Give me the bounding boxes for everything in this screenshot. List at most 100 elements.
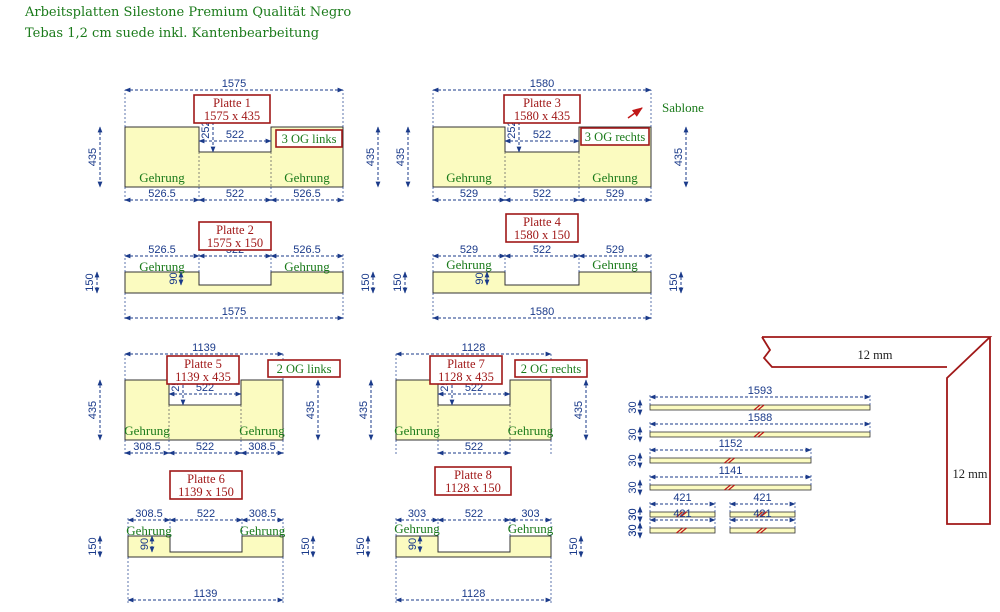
gehrung-right: Gehrung bbox=[284, 170, 330, 185]
cutout-height-label: 252 bbox=[200, 120, 212, 138]
plate-title-size: 1139 x 150 bbox=[178, 485, 234, 499]
strip-4: 1141 30 bbox=[627, 465, 812, 496]
right-segment-label: 308.5 bbox=[249, 508, 277, 520]
gehrung-left: Gehrung bbox=[446, 257, 492, 272]
right-segment-label: 529 bbox=[606, 188, 624, 200]
strip-length-label: 421 bbox=[673, 508, 691, 520]
plate-p2: 526.5522526.5150150901575GehrungGehrungP… bbox=[84, 221, 376, 321]
gehrung-left: Gehrung bbox=[124, 423, 170, 438]
mid-segment-label: 522 bbox=[533, 244, 551, 256]
strip-8: 421 30 bbox=[627, 508, 796, 539]
plate-title-box bbox=[503, 94, 581, 124]
cut-mark bbox=[753, 404, 765, 411]
gehrung-left: Gehrung bbox=[139, 259, 185, 274]
og-box bbox=[267, 359, 341, 378]
cutout-width-label: 522 bbox=[465, 382, 483, 394]
edge-profile: 12 mm 12 mm bbox=[761, 336, 993, 525]
plate-title-name: Platte 8 bbox=[454, 468, 492, 482]
gehrung-right: Gehrung bbox=[508, 423, 554, 438]
strip-7: 421 30 bbox=[627, 508, 716, 539]
gehrung-left: Gehrung bbox=[394, 521, 440, 536]
profile-outline bbox=[761, 336, 993, 525]
plate-title-name: Platte 6 bbox=[187, 472, 225, 486]
right-segment-label: 529 bbox=[606, 244, 624, 256]
strip-height-label: 30 bbox=[627, 481, 639, 493]
mid-segment-label: 522 bbox=[226, 188, 244, 200]
strip-length-label: 1593 bbox=[748, 385, 772, 397]
header-line-2: Tebas 1,2 cm suede inkl. Kantenbearbeitu… bbox=[25, 26, 320, 41]
plate-title-name: Platte 1 bbox=[213, 96, 251, 110]
cutout-height-label: 252 bbox=[506, 120, 518, 138]
left-segment-label: 303 bbox=[408, 508, 426, 520]
plate-title-size: 1575 x 150 bbox=[207, 236, 263, 250]
og-label: 2 OG rechts bbox=[521, 362, 582, 376]
plate-outline bbox=[124, 271, 344, 294]
depth-right-label: 150 bbox=[668, 273, 680, 291]
strip-length-label: 421 bbox=[753, 508, 771, 520]
strip-length-label: 1141 bbox=[719, 465, 743, 477]
right-segment-label: 308.5 bbox=[248, 441, 276, 453]
gehrung-left: Gehrung bbox=[126, 523, 172, 538]
strip-length-label: 421 bbox=[673, 492, 691, 504]
plate-outline bbox=[124, 379, 284, 441]
gehrung-left: Gehrung bbox=[394, 423, 440, 438]
gehrung-left: Gehrung bbox=[446, 170, 492, 185]
left-segment-label: 529 bbox=[460, 244, 478, 256]
depth-right-label: 150 bbox=[568, 537, 580, 555]
cut-mark bbox=[676, 511, 687, 518]
depth-left-label: 435 bbox=[87, 148, 99, 166]
total-width-label: 1575 bbox=[222, 306, 246, 318]
og-box bbox=[580, 127, 650, 146]
strip-height-label: 30 bbox=[627, 454, 639, 466]
strip-height-label: 30 bbox=[627, 524, 639, 536]
plate-title-name: Platte 4 bbox=[523, 215, 562, 229]
cutout-depth-label: 90 bbox=[139, 538, 151, 550]
gehrung-right: Gehrung bbox=[240, 523, 286, 538]
mid-segment-label: 522 bbox=[465, 508, 483, 520]
cut-mark bbox=[756, 511, 767, 518]
depth-left-label: 435 bbox=[87, 401, 99, 419]
cut-mark bbox=[753, 431, 765, 438]
profile-helper bbox=[762, 337, 992, 524]
depth-left-label: 435 bbox=[395, 148, 407, 166]
right-segment-label: 303 bbox=[521, 508, 539, 520]
plate-p5: 1139435435522252308.5522308.5GehrungGehr… bbox=[87, 342, 341, 456]
mid-segment-label: 522 bbox=[196, 441, 214, 453]
plate-title-box bbox=[198, 221, 272, 251]
cutout-depth-label: 90 bbox=[407, 538, 419, 550]
right-segment-label: 526.5 bbox=[293, 188, 321, 200]
total-width-label: 1128 bbox=[462, 342, 486, 354]
profile-side-label: 12 mm bbox=[952, 467, 987, 481]
sablone-arrow bbox=[627, 107, 643, 119]
og-box bbox=[275, 129, 343, 148]
depth-right-label: 150 bbox=[360, 273, 372, 291]
cut-mark bbox=[724, 457, 735, 464]
total-width-label: 1580 bbox=[530, 78, 554, 90]
mid-segment-label: 522 bbox=[533, 188, 551, 200]
plate-title-name: Platte 3 bbox=[523, 96, 561, 110]
depth-right-label: 435 bbox=[673, 148, 685, 166]
gehrung-right: Gehrung bbox=[284, 259, 330, 274]
left-segment-label: 308.5 bbox=[133, 441, 161, 453]
depth-right-label: 435 bbox=[573, 401, 585, 419]
plate-title-size: 1128 x 150 bbox=[445, 481, 501, 495]
strip-length-label: 421 bbox=[753, 492, 771, 504]
plate-p7: 1128435435522252522GehrungGehrungPlatte … bbox=[358, 342, 589, 456]
cutout-width-label: 522 bbox=[533, 129, 551, 141]
gehrung-right: Gehrung bbox=[508, 521, 554, 536]
plate-title-box bbox=[193, 94, 271, 124]
plate-title-name: Platte 5 bbox=[184, 357, 222, 371]
strip-height-label: 30 bbox=[627, 401, 639, 413]
profile-top-label: 12 mm bbox=[857, 348, 892, 362]
total-width-label: 1128 bbox=[462, 588, 486, 600]
total-width-label: 1580 bbox=[530, 306, 554, 318]
total-width-label: 1575 bbox=[222, 78, 246, 90]
